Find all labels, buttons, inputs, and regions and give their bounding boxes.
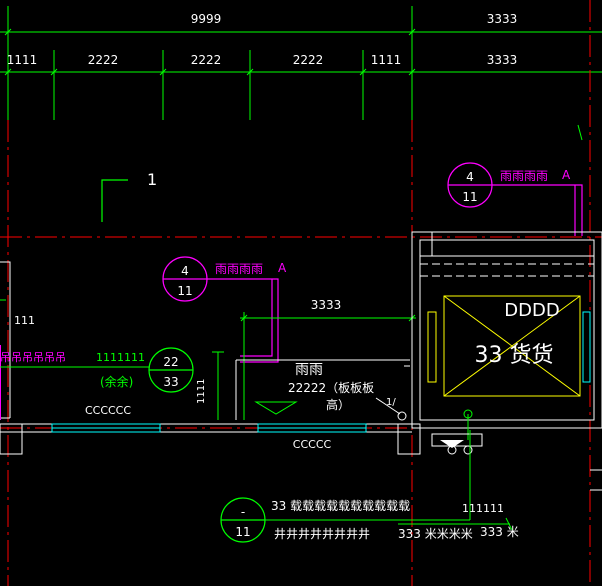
elevator-shaft: [411, 231, 602, 429]
window-label-2: CCCCC: [293, 438, 332, 451]
bottom-callout: [220, 430, 513, 543]
inner-dimension: [212, 312, 416, 420]
canopy-line-3: 高）: [326, 397, 350, 412]
dim-segment-4: 2222: [293, 53, 324, 67]
canopy-outline: [235, 359, 410, 420]
bottom-note-line-2: 井井井井井井井井: [274, 527, 370, 541]
section-marker: [101, 179, 128, 222]
bottom-note-dim-2: 333 米: [480, 525, 519, 539]
detail-callout-top-right: [447, 124, 583, 236]
dim-segment-3: 2222: [191, 53, 222, 67]
dim-inner-span: 3333: [311, 298, 342, 312]
left-wall-text: 吊吊吊吊吊吊: [0, 351, 66, 364]
canopy-drain-icon: [375, 397, 407, 421]
bottom-callout-bottom: 11: [235, 525, 250, 539]
canopy-title: 雨雨: [295, 362, 323, 378]
door-callout-bottom: 33: [163, 375, 178, 389]
door-callout-top: 22: [163, 355, 178, 369]
door-callout: [0, 347, 194, 393]
door-callout-note: (余余): [100, 374, 133, 389]
callout-1-number: 4: [466, 170, 474, 184]
dim-vertical-small: 1111: [196, 379, 207, 404]
dim-top-total-right: 3333: [487, 12, 518, 26]
elevator-car: [427, 295, 591, 397]
elevator-door: [431, 409, 483, 455]
canopy-line-2: 22222（板板板: [288, 381, 374, 395]
dim-segment-5: 1111: [371, 53, 402, 67]
canopy-mark: 1/: [386, 397, 396, 408]
window-1: [51, 423, 161, 433]
bottom-note-dim-1: 333 米米米米: [398, 527, 473, 541]
callout-1-text: 雨雨雨雨: [500, 169, 548, 183]
bottom-note-line-1: 33 载载载载载载载载载载: [271, 499, 410, 513]
bottom-callout-top: -: [241, 505, 245, 519]
window-label-1: CCCCCC: [85, 404, 131, 417]
dim-top-total-left: 9999: [191, 12, 222, 26]
callout-2-letter: A: [278, 261, 287, 275]
door-callout-caption: 1111111: [96, 351, 145, 364]
dim-segment-2: 2222: [88, 53, 119, 67]
dim-segment-6: 3333: [487, 53, 518, 67]
left-wall: [0, 261, 11, 420]
callout-2-number: 4: [181, 264, 189, 278]
section-label: 1: [147, 170, 157, 189]
top-dimension-chain: [0, 6, 602, 120]
dim-left-side: 111: [14, 314, 35, 327]
bottom-note-value: 111111: [462, 502, 504, 515]
dim-segment-1: 1111: [7, 53, 38, 67]
callout-2-text: 雨雨雨雨: [215, 262, 263, 276]
elevator-tag: DDDD: [504, 300, 559, 321]
detail-callout-mid: [162, 256, 279, 363]
right-edge-fragment: [590, 469, 602, 491]
window-2: [257, 423, 367, 433]
callout-1-letter: A: [562, 168, 571, 182]
elevator-label: 33 货货: [475, 343, 554, 368]
callout-2-sheet: 11: [177, 284, 192, 298]
callout-1-sheet: 11: [462, 190, 477, 204]
